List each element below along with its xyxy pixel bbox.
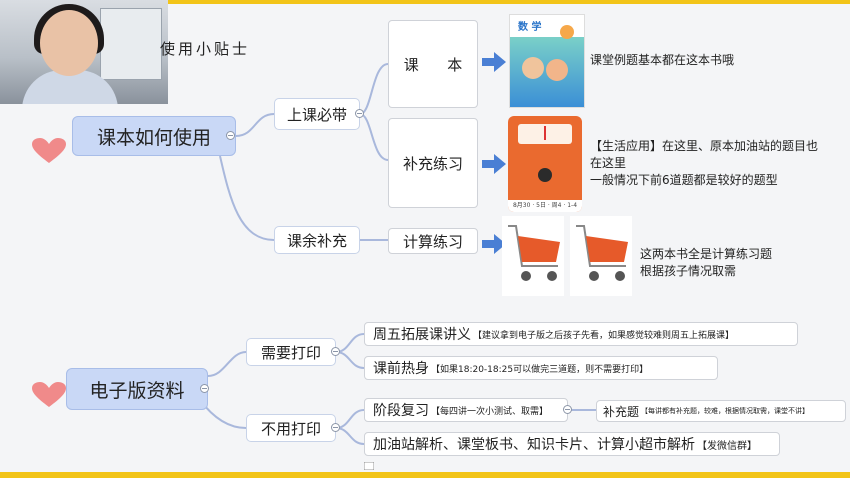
bottom-accent-bar <box>0 472 850 478</box>
branch-label: 不用打印 <box>260 419 321 438</box>
leaf-label: 课 本 <box>403 55 463 74</box>
row-stage-review[interactable]: 阶段复习【每四讲一次小测试、取需】 <box>364 398 568 422</box>
root-label: 电子版资料 <box>89 379 185 402</box>
row-sub-label: 【发微信群】 <box>697 440 757 452</box>
branch-label: 课余补充 <box>286 231 347 250</box>
branch-label: 上课必带 <box>286 105 347 124</box>
collapse-icon[interactable] <box>331 347 340 356</box>
row-friday-handout[interactable]: 周五拓展课讲义【建议拿到电子版之后孩子先看，如果感觉较难则周五上拓展课】 <box>364 322 798 346</box>
calc-book-image <box>502 216 564 296</box>
leaf-node-calculation-practice[interactable]: 计算练习 <box>388 228 478 254</box>
leaf-node-supplementary-practice[interactable]: 补充练习 <box>388 118 478 208</box>
tip-title: 使用小贴士 <box>160 40 251 58</box>
row-warmup[interactable]: 课前热身【如果18:20-18:25可以做完三道题，则不需要打印】 <box>364 356 718 380</box>
arrow-right-icon <box>482 52 506 72</box>
collapse-icon[interactable] <box>563 405 572 414</box>
branch-node-no-print[interactable]: 不用打印 <box>246 414 336 442</box>
row-main-label: 课前热身 <box>373 361 429 377</box>
row-sub-label: 【如果18:20-18:25可以做完三道题，则不需要打印】 <box>431 364 649 375</box>
math-textbook-image: 数 学 <box>509 14 585 108</box>
heart-icon <box>32 138 66 163</box>
collapse-icon[interactable] <box>200 384 209 393</box>
practice-book-band: 8月30 · 5日 · 周4 · 1-4 <box>508 200 582 212</box>
row-main-label: 阶段复习 <box>373 403 429 419</box>
note-practice: 【生活应用】在这里、原本加油站的题目也 在这里 一般情况下前6道题都是较好的题型 <box>590 139 819 187</box>
branch-label: 需要打印 <box>260 343 321 362</box>
arrow-right-icon <box>482 154 506 174</box>
root-node-textbook-usage[interactable]: 课本如何使用 <box>72 116 236 156</box>
row-main-label: 加油站解析、课堂板书、知识卡片、计算小超市解析 <box>373 437 695 453</box>
leaf-node-textbook[interactable]: 课 本 <box>388 20 478 108</box>
scroll-handle-icon[interactable] <box>364 462 374 470</box>
heart-icon <box>32 382 66 407</box>
leaf-label: 计算练习 <box>402 232 463 251</box>
branch-node-extra-practice[interactable]: 课余补充 <box>274 226 360 254</box>
note-textbook: 课堂例题基本都在这本书哦 <box>590 53 735 67</box>
branch-node-need-print[interactable]: 需要打印 <box>246 338 336 366</box>
row-main-label: 补充题 <box>603 404 640 419</box>
book-title: 数 学 <box>518 22 542 33</box>
row-sub-label: 【建议拿到电子版之后孩子先看，如果感觉较难则周五上拓展课】 <box>473 330 735 341</box>
practice-book-image: 8月30 · 5日 · 周4 · 1-4 <box>508 116 582 212</box>
branch-node-bring-to-class[interactable]: 上课必带 <box>274 98 360 130</box>
note-calc: 这两本书全是计算练习题 根据孩子情况取需 <box>640 247 773 278</box>
top-accent-bar <box>0 0 850 4</box>
row-supplementary-questions[interactable]: 补充题【每讲都有补充题，较难，根据情况取需，课堂不讲】 <box>596 400 846 422</box>
collapse-icon[interactable] <box>331 423 340 432</box>
root-node-digital-materials[interactable]: 电子版资料 <box>66 368 208 410</box>
calc-book-image <box>570 216 632 296</box>
root-label: 课本如何使用 <box>96 126 211 149</box>
leaf-label: 补充练习 <box>402 154 463 173</box>
arrow-right-icon <box>482 234 506 254</box>
row-sub-label: 【每讲都有补充题，较难，根据情况取需，课堂不讲】 <box>641 407 810 415</box>
row-main-label: 周五拓展课讲义 <box>373 327 471 343</box>
row-analysis-materials[interactable]: 加油站解析、课堂板书、知识卡片、计算小超市解析【发微信群】 <box>364 432 780 456</box>
collapse-icon[interactable] <box>355 109 364 118</box>
collapse-icon[interactable] <box>226 131 235 140</box>
webcam-video <box>0 0 168 104</box>
row-sub-label: 【每四讲一次小测试、取需】 <box>431 406 549 417</box>
